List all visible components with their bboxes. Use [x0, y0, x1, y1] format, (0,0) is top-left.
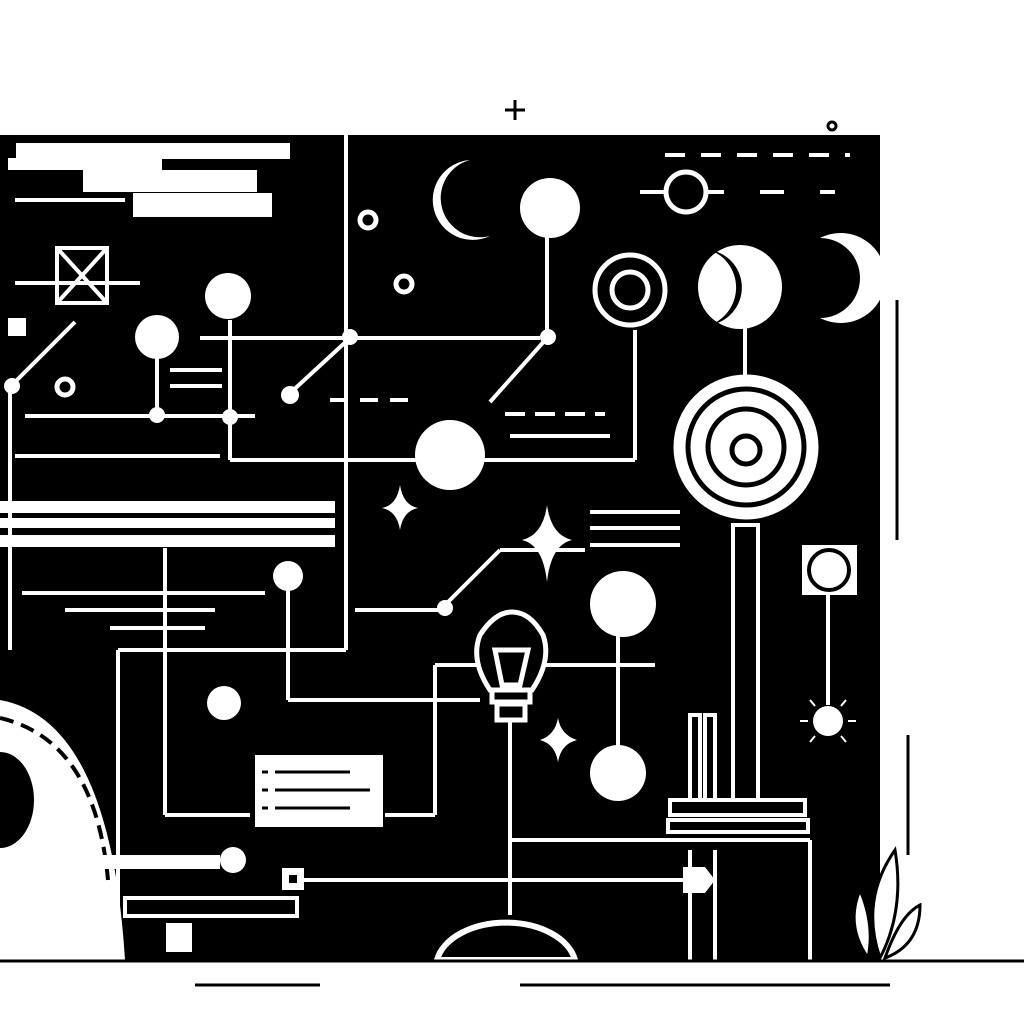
bar	[83, 170, 257, 192]
outside-marks	[0, 100, 1024, 987]
bar	[133, 193, 272, 217]
white-arc-region	[0, 700, 125, 960]
note-card	[255, 755, 383, 827]
sparkle-icon	[540, 718, 577, 762]
ring-circles	[54, 209, 668, 398]
arrow-connector	[683, 867, 715, 893]
crescent-moon-icon	[820, 233, 886, 323]
lightbulb-icon	[474, 609, 549, 723]
sparkle-icon	[382, 485, 418, 530]
bar	[8, 158, 162, 170]
sparkle-icon	[522, 505, 572, 582]
white-circles	[4, 178, 843, 873]
node-circle	[663, 169, 709, 215]
target-icon	[673, 374, 819, 520]
eye-pupil	[0, 752, 34, 848]
white-lines	[0, 100, 850, 960]
crescent-moon-icon	[432, 160, 490, 240]
leaf-plant-icon	[852, 846, 922, 962]
bar	[16, 143, 290, 159]
crossed-box	[55, 246, 109, 305]
sun-icon	[800, 699, 856, 743]
dome	[433, 919, 579, 963]
dashed-arc	[0, 716, 110, 881]
